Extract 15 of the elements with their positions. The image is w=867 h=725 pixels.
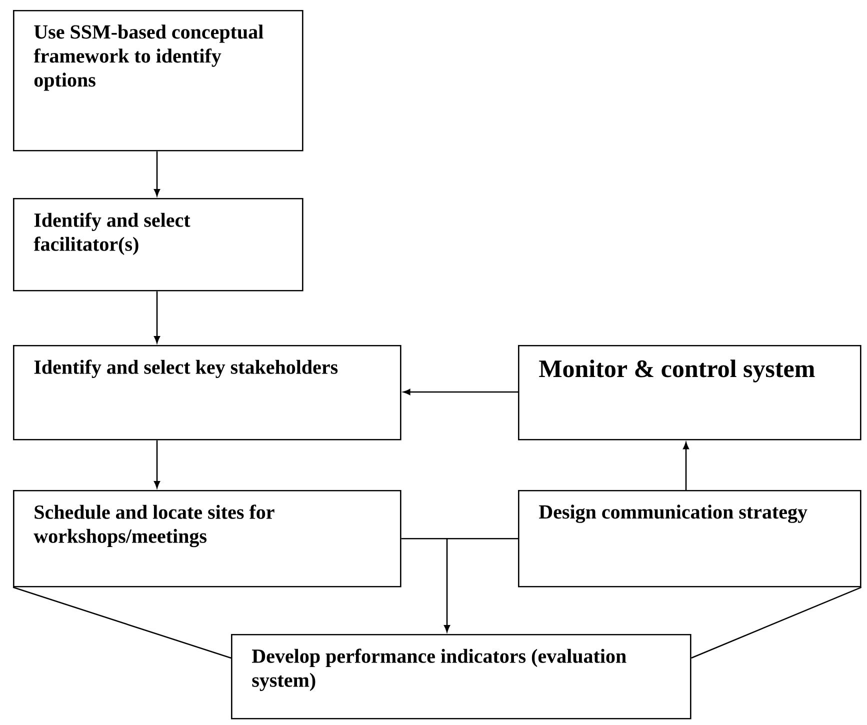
arrow [154, 151, 160, 196]
arrow [400, 538, 519, 632]
process-box: Identify and select key stakeholders [13, 345, 402, 440]
process-box: Monitor & control system [518, 345, 862, 440]
process-box: Identify and select facilitator(s) [13, 198, 304, 292]
connector-line [12, 586, 232, 659]
process-box: Schedule and locate sites for workshops/meetings [13, 490, 402, 588]
process-box: Design communication strategy [518, 490, 862, 588]
arrow [403, 389, 518, 395]
connector-line [691, 586, 862, 659]
arrow [154, 291, 160, 344]
arrow [683, 442, 689, 490]
arrow [154, 440, 160, 488]
process-box: Develop performance indicators (evaluation system) [231, 634, 692, 720]
process-box: Use SSM-based conceptual framework to identify options [13, 10, 304, 152]
